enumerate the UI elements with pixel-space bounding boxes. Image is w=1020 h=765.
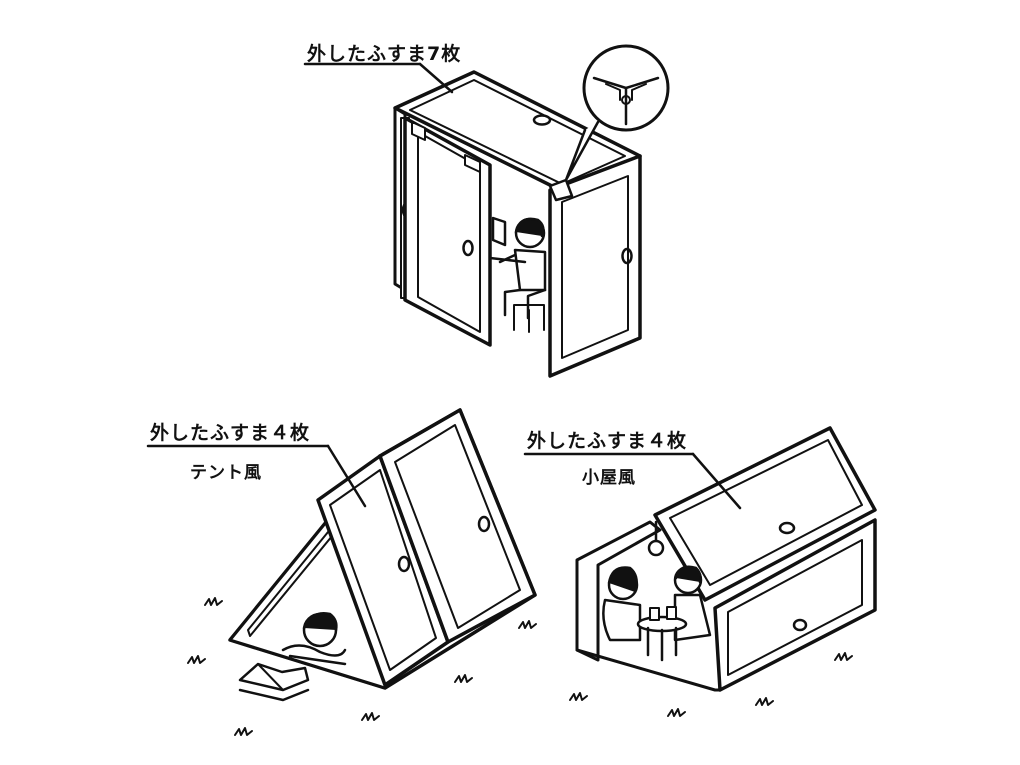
grass-icon <box>834 652 853 661</box>
grass-icon <box>234 727 253 736</box>
grass-icon <box>361 712 380 721</box>
person-at-computer <box>488 216 547 333</box>
fusuma-tent <box>228 408 537 702</box>
tent-caption: 外したふすま４枚 <box>150 422 311 444</box>
grass-icon <box>518 620 537 629</box>
grass-icon <box>187 655 206 664</box>
book-icon <box>238 662 310 702</box>
hut-style-label: 小屋風 <box>582 468 636 488</box>
grass-tufts <box>187 597 853 736</box>
person-lying-in-tent <box>281 612 347 666</box>
grass-icon <box>667 708 686 717</box>
grass-icon <box>569 692 588 701</box>
booth-caption: 外したふすま7枚 <box>307 43 462 65</box>
fusuma-booth <box>393 44 670 378</box>
grass-icon <box>755 697 774 706</box>
lamp-icon <box>647 520 665 557</box>
children-at-table <box>602 565 712 662</box>
fusuma-hut <box>575 426 877 692</box>
grass-icon <box>204 597 223 606</box>
grass-icon <box>454 674 473 683</box>
tent-style-label: テント風 <box>190 463 262 483</box>
hut-caption: 外したふすま４枚 <box>527 430 688 452</box>
